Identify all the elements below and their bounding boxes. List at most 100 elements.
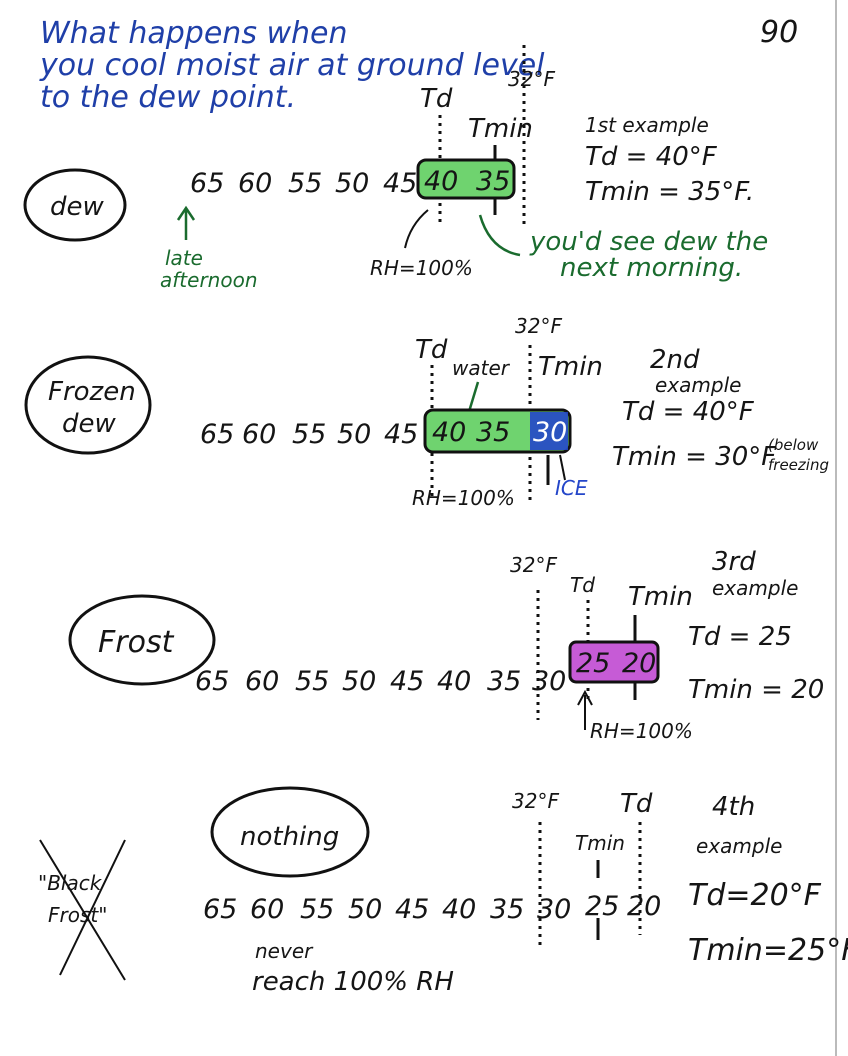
scale-65: 65 [200,419,234,450]
example-title-line-2: example [655,373,741,397]
box-value-40: 40 [432,417,466,448]
frost-box [568,640,660,684]
note-freezing: freezing [768,456,829,474]
tmin-label: Tmin [468,114,533,144]
dew-arrow [478,214,521,257]
circle-label: dew [50,192,105,222]
freezing-label: 32°F [508,67,555,91]
box-value-left: 40 [424,166,458,197]
rh-label: RH=100% [590,719,693,743]
rh-arrow [404,209,429,249]
crossed-line-2: Frost" [48,903,107,927]
example-title-line-1: 2nd [650,345,700,375]
scale-60: 60 [250,894,284,925]
heading-line-3: to the dew point. [40,80,296,115]
scale-50: 50 [337,419,371,450]
rh-arrow [577,689,593,730]
example-4-nothing: nothing "Black Frost" 32°F Tmin Td 65 60… [38,786,848,997]
circle-line-1: Frozen [48,377,136,407]
scale-50: 50 [335,168,369,199]
ice-label: ICE [555,476,588,500]
circle-nothing [210,786,370,878]
equation-tmin: Tmin=25°F [688,933,848,968]
box-value-left: 25 [576,648,610,679]
freezing-label: 32°F [510,553,557,577]
box-value-right: 35 [476,166,510,197]
box-value-30: 30 [533,417,567,448]
scale-55: 55 [300,894,334,925]
see-dew-line-1: you'd see dew the [529,227,768,257]
scale-25: 25 [585,891,619,922]
example-3-frost: Frost 32°F Td Tmin 65 60 55 50 45 40 35 … [68,547,824,743]
circle-line-2: dew [62,409,117,439]
scale-50: 50 [348,894,382,925]
equation-td: Td = 25 [688,622,792,652]
rh-label: RH=100% [370,256,473,280]
example-2-frozen-dew: Frozen dew 32°F Td water Tmin 65 60 55 5… [24,314,829,510]
scale-35: 35 [490,894,524,925]
example-title-line-2: example [712,576,798,600]
scale-65: 65 [203,894,237,925]
scale-55: 55 [295,666,329,697]
scale-60: 60 [238,168,272,199]
box-value-35: 35 [476,417,510,448]
box-value-right: 20 [622,648,656,679]
heading: What happens when you cool moist air at … [39,16,545,115]
circle-frost [68,594,216,686]
circle-label: nothing [240,822,339,852]
tmin-label: Tmin [575,831,625,855]
equation-tmin: Tmin = 30°F [612,442,777,472]
note-reach: reach 100% RH [252,967,454,997]
example-title-line-2: example [696,834,782,858]
scale-60: 60 [242,419,276,450]
note-afternoon: afternoon [160,268,258,292]
td-label: Td [570,573,595,597]
heading-line-2: you cool moist air at ground level [39,48,545,83]
heading-line-1: What happens when [40,16,348,51]
ice-box [530,412,568,450]
example-title-line-1: 4th [712,792,755,822]
note-never: never [255,939,314,963]
scale-35: 35 [487,666,521,697]
water-label: water [452,356,511,380]
scale-65: 65 [195,666,229,697]
crossed-black-frost: "Black Frost" [38,839,126,981]
ice-arrow [559,454,566,481]
scale-20: 20 [627,891,661,922]
late-afternoon-arrow [176,205,196,240]
scale-60: 60 [245,666,279,697]
scale-45: 45 [384,419,418,450]
example-title-line-1: 3rd [712,547,756,577]
equation-tmin: Tmin = 20 [688,675,824,705]
tmin-label: Tmin [538,352,603,382]
circle-label: Frost [98,625,175,660]
equation-td: Td = 40°F [585,142,718,172]
tmin-label: Tmin [628,582,693,612]
scale-40: 40 [437,666,471,697]
example-title: 1st example [585,113,709,137]
scale-55: 55 [292,419,326,450]
td-label: Td [620,789,653,819]
page-number: 90 [760,15,798,50]
equation-td: Td = 40°F [622,397,755,427]
circle-dew [23,168,127,242]
td-label: Td [415,335,448,365]
scale-45: 45 [395,894,429,925]
freezing-label: 32°F [515,314,562,338]
note-late: late [165,246,203,270]
scale-45: 45 [390,666,424,697]
scale-50: 50 [342,666,376,697]
scale-55: 55 [288,168,322,199]
rh-label: RH=100% [412,486,515,510]
equation-tmin: Tmin = 35°F. [585,177,754,207]
scale-30: 30 [532,666,566,697]
scale-65: 65 [190,168,224,199]
cross-out-mark [39,839,126,981]
freezing-label: 32°F [512,789,559,813]
scale-40: 40 [442,894,476,925]
water-box [416,158,516,200]
example-1-dew: dew 32°F Td Tmin 65 60 55 50 45 40 35 la… [23,45,768,292]
note-below: (below [768,436,819,454]
td-label: Td [420,84,453,114]
